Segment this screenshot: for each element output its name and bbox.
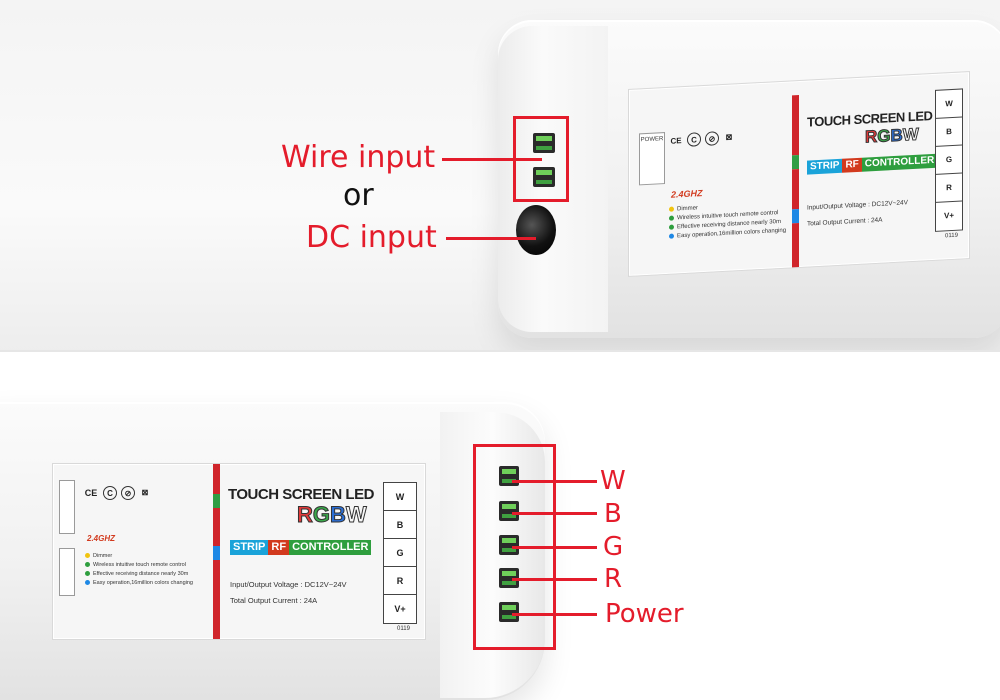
output-socket-g (499, 535, 519, 555)
voltage-spec-top: Input/Output Voltage : DC12V~24V (807, 199, 909, 212)
feature-list-top: Dimmer Wireless intuitive touch remote c… (669, 200, 786, 242)
feature-item: Wireless intuitive touch remote control (85, 561, 193, 570)
certification-marks-top: CE C ⊘ ⊠ (669, 130, 735, 147)
dc-input-jack (516, 205, 556, 255)
power-arrow (512, 613, 597, 616)
terminal-label-g: G (384, 539, 416, 567)
dc-input-callout: DC input (306, 220, 437, 255)
dc-port-marking-bottom (59, 548, 75, 596)
controller-text: CONTROLLER (289, 540, 372, 555)
dc-input-arrow (446, 237, 536, 240)
power-marking-text: POWER (640, 136, 664, 144)
current-spec-bottom: Total Output Current : 24A (230, 596, 318, 605)
terminal-label-b: B (936, 117, 962, 147)
bottom-photo-panel: CE C ⊘ ⊠ 2.4GHZ Dimmer Wireless intuitiv… (0, 352, 1000, 700)
color-stripe-top (792, 95, 799, 268)
controller-end-face-bottom (440, 412, 545, 698)
strip-rf-controller-bar-bottom: STRIP RF CONTROLLER (230, 540, 372, 555)
strip-text: STRIP (230, 540, 269, 555)
panel-divider (0, 350, 1000, 352)
terminal-label-vplus: V+ (943, 210, 954, 221)
rf-frequency-logo-top: 2.4GHZ (671, 188, 703, 200)
rohs-mark: ⊘ (121, 486, 135, 500)
feature-list-bottom: Dimmer Wireless intuitive touch remote c… (85, 552, 193, 588)
rohs-mark: ⊘ (705, 131, 719, 146)
product-title-bottom: TOUCH SCREEN LED (228, 486, 374, 503)
top-photo-panel: POWER CE C ⊘ ⊠ 2.4GHZ Dimmer Wireless in… (0, 0, 1000, 352)
voltage-spec-bottom: Input/Output Voltage : DC12V~24V (230, 580, 347, 589)
power-callout: Power (605, 599, 684, 629)
terminal-label-w: W (936, 89, 962, 119)
weee-mark: ⊠ (141, 487, 149, 497)
rf-frequency-logo-bottom: 2.4GHZ (87, 534, 116, 543)
weee-mark: ⊠ (725, 131, 733, 142)
feature-item: Effective receiving distance nearly 30m (85, 570, 193, 579)
rf-text: RF (842, 157, 862, 173)
output-socket-b (499, 501, 519, 521)
strip-rf-controller-bar-top: STRIP RF CONTROLLER (807, 153, 938, 175)
wire-input-arrow (442, 158, 542, 161)
terminal-labels-bottom: W B G R V+ (383, 482, 417, 624)
output-socket-r (499, 568, 519, 588)
rgbw-logo-top: RGBW (865, 124, 920, 147)
c-mark: C (103, 486, 117, 500)
r-callout: R (604, 564, 623, 594)
device-label-bottom: CE C ⊘ ⊠ 2.4GHZ Dimmer Wireless intuitiv… (52, 463, 426, 640)
ce-mark: CE (84, 488, 98, 498)
ce-mark: CE (670, 135, 682, 146)
w-callout: W (600, 466, 626, 496)
b-arrow (512, 512, 597, 515)
power-port-marking-top: POWER (639, 132, 665, 186)
wire-input-callout: Wire input (281, 140, 436, 175)
terminal-label-vplus: V+ (394, 603, 406, 614)
terminal-label-r: R (936, 173, 962, 203)
terminal-label-g: G (936, 145, 962, 175)
certification-marks-bottom: CE C ⊘ ⊠ (83, 486, 151, 500)
b-callout: B (604, 499, 622, 529)
w-arrow (512, 480, 597, 483)
color-stripe-bottom (213, 464, 220, 639)
wire-input-socket-lower (533, 167, 555, 187)
terminal-label-w: W (384, 483, 416, 511)
strip-text: STRIP (807, 158, 843, 175)
g-callout: G (603, 532, 624, 562)
or-text: or (343, 178, 374, 213)
terminal-label-r: R (384, 567, 416, 595)
terminal-labels-top: W B G R V+ (935, 88, 963, 232)
label-code-top: 0119 (945, 232, 958, 240)
feature-item: Dimmer (85, 552, 193, 561)
terminal-label-b: B (384, 511, 416, 539)
output-socket-power (499, 602, 519, 622)
wire-port-marking-bottom (59, 480, 75, 534)
r-arrow (512, 578, 597, 581)
device-label-top: POWER CE C ⊘ ⊠ 2.4GHZ Dimmer Wireless in… (628, 71, 970, 277)
c-mark: C (687, 132, 701, 147)
label-code-bottom: 0119 (397, 626, 410, 632)
feature-item: Easy operation,16million colors changing (85, 579, 193, 588)
current-spec-top: Total Output Current : 24A (807, 216, 883, 228)
wire-input-socket-upper (533, 133, 555, 153)
rgbw-logo-bottom: RGBW (297, 502, 368, 528)
rf-text: RF (268, 540, 290, 555)
g-arrow (512, 546, 597, 549)
controller-text: CONTROLLER (861, 153, 938, 172)
